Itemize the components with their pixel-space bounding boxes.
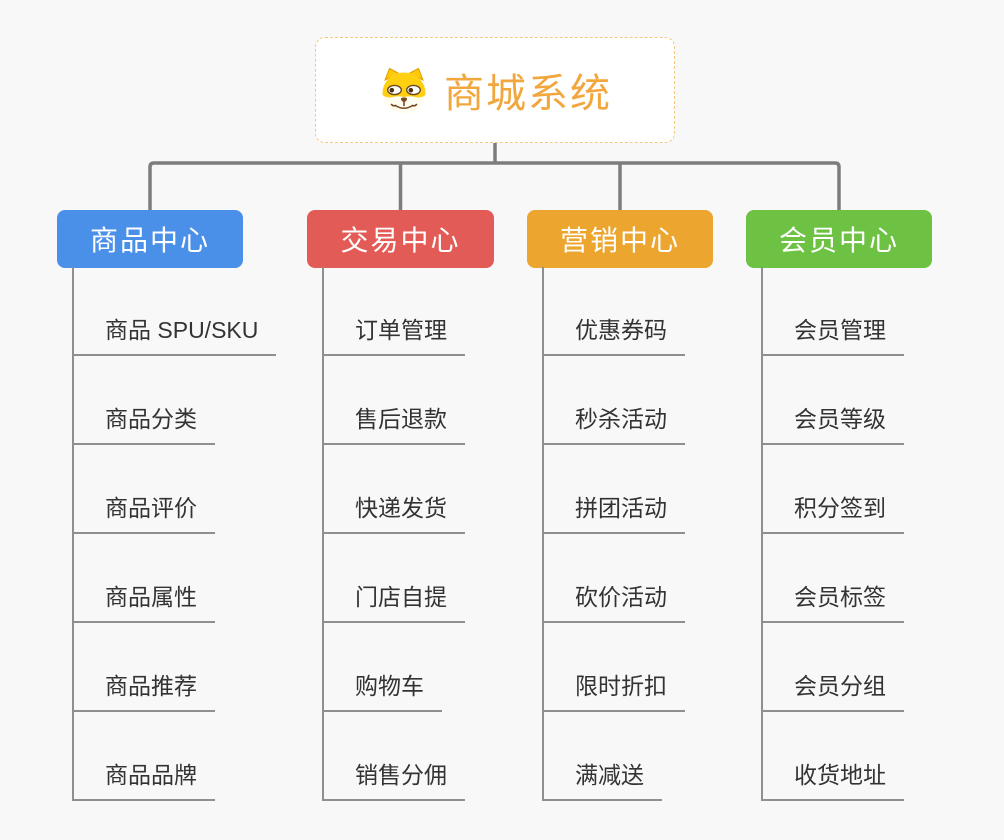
child-node-label: 商品分类 xyxy=(72,400,215,445)
child-node[interactable]: 秒杀活动 xyxy=(542,356,782,445)
child-node-label: 售后退款 xyxy=(322,400,465,445)
child-node-label: 会员等级 xyxy=(761,400,904,445)
child-node-label: 会员标签 xyxy=(761,578,904,623)
child-node[interactable]: 商品评价 xyxy=(72,445,312,534)
branch-node-label: 交易中心 xyxy=(340,225,461,256)
child-node-label: 商品属性 xyxy=(72,578,215,623)
child-node-label: 秒杀活动 xyxy=(542,400,685,445)
child-node[interactable]: 会员分组 xyxy=(761,623,1001,712)
child-node-label: 积分签到 xyxy=(761,489,904,534)
child-node-label: 会员分组 xyxy=(761,667,904,712)
branch-children-member-center: 会员管理 会员等级 积分签到 会员标签 会员分组 收货地址 xyxy=(761,267,1001,801)
dog-face-icon xyxy=(382,67,426,114)
branch-node-member-center[interactable]: 会员中心 xyxy=(746,210,932,268)
branch-children-product-center: 商品 SPU/SKU 商品分类 商品评价 商品属性 商品推荐 商品品牌 xyxy=(72,267,312,801)
child-node-label: 限时折扣 xyxy=(542,667,685,712)
child-node[interactable]: 商品属性 xyxy=(72,534,312,623)
child-node[interactable]: 会员管理 xyxy=(761,267,1001,356)
branch-node-label: 会员中心 xyxy=(778,225,899,256)
root-node-title: 商城系统 xyxy=(444,72,612,116)
child-node[interactable]: 收货地址 xyxy=(761,712,1001,801)
child-node-label: 门店自提 xyxy=(322,578,465,623)
branch-children-trade-center: 订单管理 售后退款 快递发货 门店自提 购物车 销售分佣 xyxy=(322,267,562,801)
branch-node-label: 营销中心 xyxy=(559,225,680,256)
child-node-label: 满减送 xyxy=(542,756,662,801)
child-node[interactable]: 会员标签 xyxy=(761,534,1001,623)
child-node[interactable]: 优惠券码 xyxy=(542,267,782,356)
branch-node-label: 商品中心 xyxy=(89,225,210,256)
child-node[interactable]: 限时折扣 xyxy=(542,623,782,712)
child-node[interactable]: 销售分佣 xyxy=(322,712,562,801)
child-node[interactable]: 拼团活动 xyxy=(542,445,782,534)
branch-children-marketing-center: 优惠券码 秒杀活动 拼团活动 砍价活动 限时折扣 满减送 xyxy=(542,267,782,801)
child-node[interactable]: 商品分类 xyxy=(72,356,312,445)
child-node[interactable]: 订单管理 xyxy=(322,267,562,356)
child-node[interactable]: 门店自提 xyxy=(322,534,562,623)
child-node[interactable]: 快递发货 xyxy=(322,445,562,534)
child-node-label: 快递发货 xyxy=(322,489,465,534)
child-node-label: 商品推荐 xyxy=(72,667,215,712)
child-node[interactable]: 售后退款 xyxy=(322,356,562,445)
child-node-label: 砍价活动 xyxy=(542,578,685,623)
branch-node-marketing-center[interactable]: 营销中心 xyxy=(527,210,713,268)
child-node-label: 订单管理 xyxy=(322,311,465,356)
branch-node-trade-center[interactable]: 交易中心 xyxy=(307,210,494,268)
child-node-label: 商品 SPU/SKU xyxy=(72,311,277,356)
child-node[interactable]: 商品推荐 xyxy=(72,623,312,712)
child-node-label: 会员管理 xyxy=(761,311,904,356)
child-node-label: 商品品牌 xyxy=(72,756,215,801)
branch-children-line xyxy=(761,267,763,801)
child-node[interactable]: 购物车 xyxy=(322,623,562,712)
child-node-label: 收货地址 xyxy=(761,756,904,801)
child-node[interactable]: 会员等级 xyxy=(761,356,1001,445)
child-node-label: 销售分佣 xyxy=(322,756,465,801)
branch-children-line xyxy=(72,267,74,801)
child-node-label: 商品评价 xyxy=(72,489,215,534)
child-node[interactable]: 满减送 xyxy=(542,712,782,801)
child-node-label: 购物车 xyxy=(322,667,442,712)
branch-children-line xyxy=(542,267,544,801)
child-node[interactable]: 商品品牌 xyxy=(72,712,312,801)
child-node[interactable]: 砍价活动 xyxy=(542,534,782,623)
child-node-label: 优惠券码 xyxy=(542,311,685,356)
child-node[interactable]: 商品 SPU/SKU xyxy=(72,267,312,356)
child-node[interactable]: 积分签到 xyxy=(761,445,1001,534)
child-node-label: 拼团活动 xyxy=(542,489,685,534)
branch-node-product-center[interactable]: 商品中心 xyxy=(57,210,243,268)
root-node[interactable]: 商城系统 xyxy=(315,37,675,143)
branch-children-line xyxy=(322,267,324,801)
